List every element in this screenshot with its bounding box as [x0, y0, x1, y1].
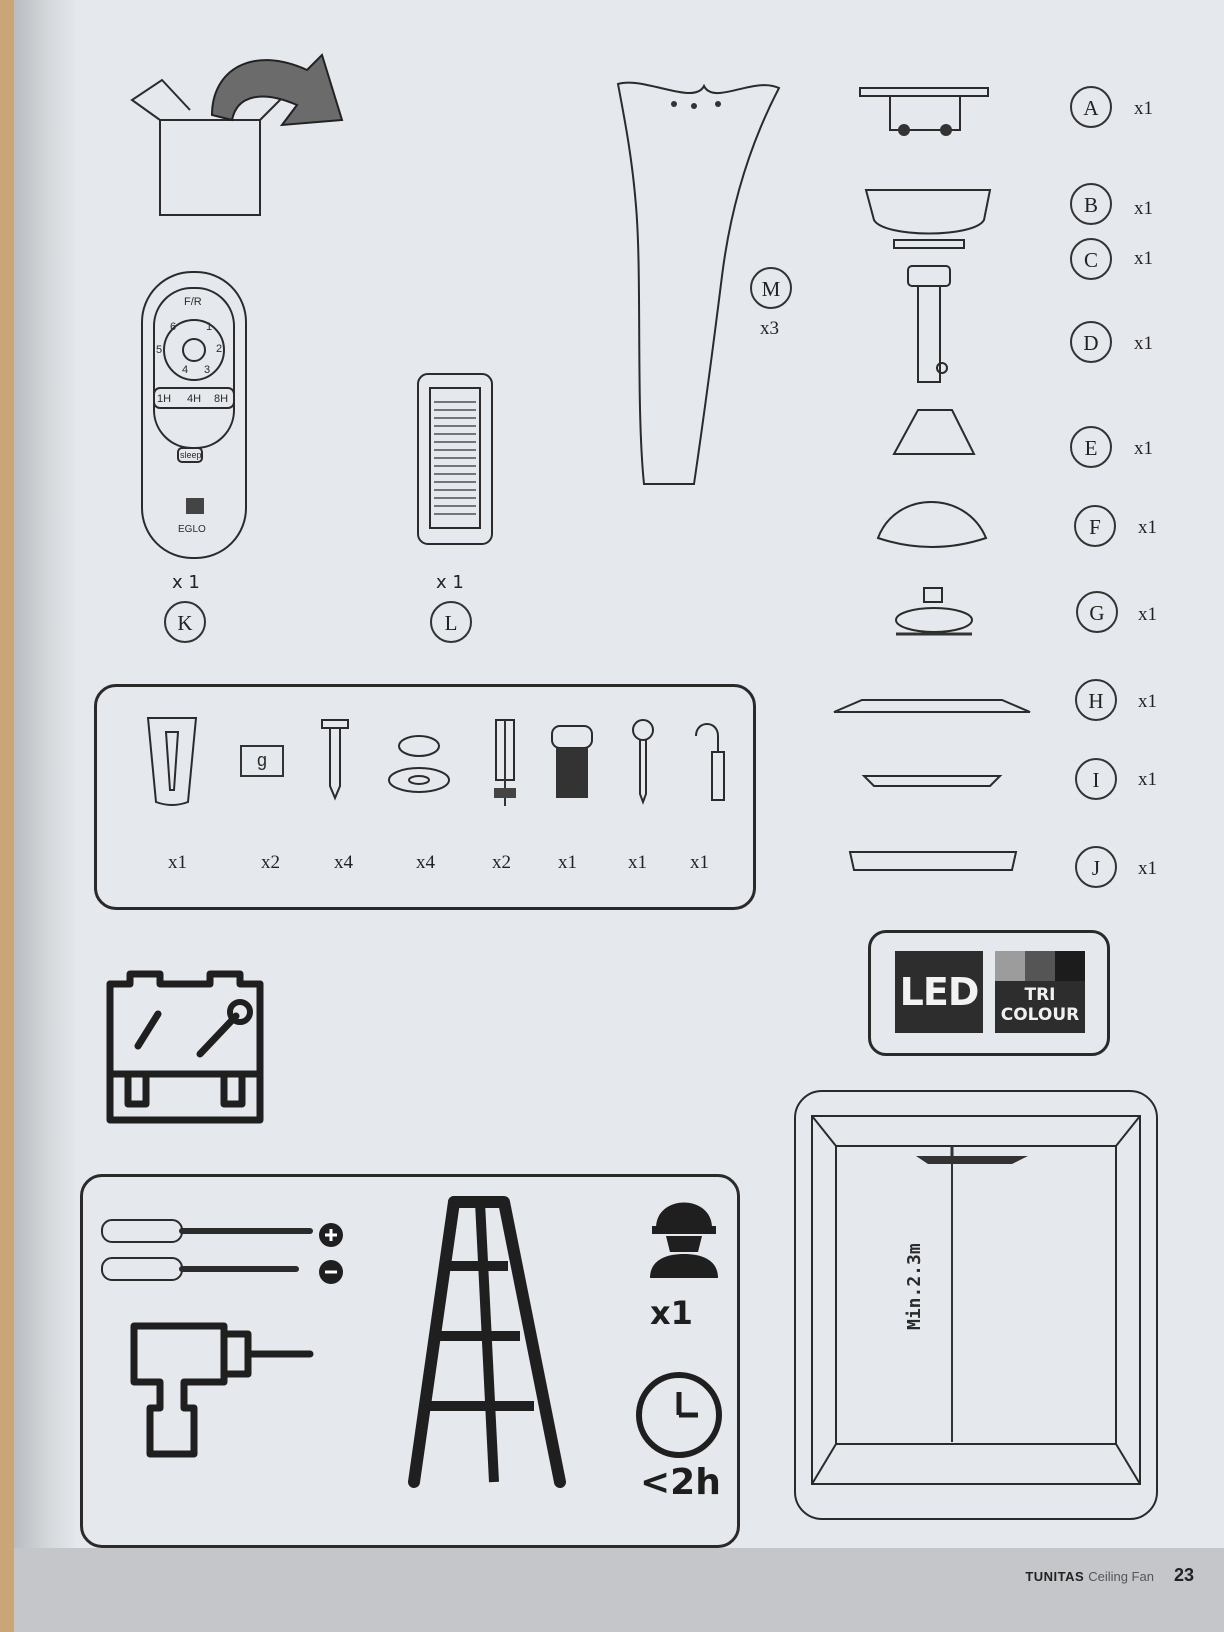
part-d-downrod: [907, 265, 951, 383]
page-spine: [14, 0, 76, 1632]
hardware-qty-5: x2: [492, 852, 511, 873]
part-letter-e: E: [1070, 426, 1112, 468]
remote-brand: EGLO: [178, 524, 206, 535]
colour-label: COLOUR: [1000, 1005, 1080, 1025]
ladder-icon: [408, 1196, 566, 1488]
hardware-qty-2: x2: [261, 852, 280, 873]
screwdriver-plus-icon: [101, 1219, 313, 1243]
part-letter-c: C: [1070, 238, 1112, 280]
nut-icon: [551, 725, 593, 798]
minus-icon: [319, 1260, 343, 1284]
anchor-bolt-icon: [494, 719, 516, 806]
part-d-qty: x1: [1134, 333, 1153, 354]
part-letter-m: M: [750, 267, 792, 309]
weight-icon: g: [240, 745, 284, 777]
installer-icon: [650, 1202, 718, 1278]
part-e-qty: x1: [1134, 438, 1153, 459]
remote-timer-4h: 4H: [187, 393, 202, 405]
unboxing-icon: [130, 53, 344, 216]
part-letter-i: I: [1075, 758, 1117, 800]
part-a-bracket: [859, 87, 989, 136]
part-letter-d: D: [1070, 321, 1112, 363]
eye-hook-icon: [632, 719, 654, 805]
part-letter-j: J: [1075, 846, 1117, 888]
part-i-led-board: [861, 775, 1003, 787]
footer-band: [14, 1548, 1224, 1632]
installer-count: x1: [650, 1294, 693, 1332]
screw-icon: [321, 719, 349, 801]
led-label: LED: [895, 951, 983, 1033]
part-j-qty: x1: [1138, 858, 1157, 879]
part-letter-g: G: [1076, 591, 1118, 633]
remote-fr-button: F/R: [184, 296, 202, 308]
receiver-qty: x 1: [436, 572, 464, 593]
part-letter-f: F: [1074, 505, 1116, 547]
remote-speed-1: 1: [206, 321, 213, 333]
clock-icon: [636, 1372, 722, 1458]
fan-blade-illustration: [616, 81, 781, 485]
part-c-qty: x1: [1134, 248, 1153, 269]
part-b-canopy: [864, 189, 992, 249]
toolbox-icon: [106, 970, 264, 1124]
washer-icon: [388, 735, 450, 793]
part-letter-l: L: [430, 601, 472, 643]
part-h-light-plate: [833, 699, 1031, 713]
hardware-qty-3: x4: [334, 852, 353, 873]
manual-page: F/R 6 1 5 2 4 3 1H 4H 8H sleep EGLO x 1 …: [14, 0, 1224, 1632]
part-letter-h: H: [1075, 679, 1117, 721]
part-letter-b: B: [1070, 183, 1112, 225]
remote-timer-1h: 1H: [157, 393, 172, 405]
remote-sleep-button: sleep: [180, 450, 202, 460]
hook-bolt-icon: [695, 723, 725, 801]
part-a-qty: x1: [1134, 98, 1153, 119]
part-b-qty: x1: [1134, 198, 1153, 219]
part-j-diffuser: [848, 851, 1018, 871]
remote-speed-2: 2: [216, 343, 223, 355]
part-f-motor-cover: [876, 501, 988, 548]
part-g-motor: [895, 587, 973, 636]
page-number: 23: [1173, 1565, 1194, 1585]
install-duration: <2h: [640, 1462, 721, 1503]
hardware-qty-8: x1: [690, 852, 709, 873]
remote-control-illustration: [141, 271, 247, 559]
power-drill-icon: [130, 1322, 314, 1458]
part-e-coupling-cover: [892, 409, 976, 455]
rubber-pad-icon: [146, 717, 198, 806]
remote-timer-8h: 8H: [214, 393, 229, 405]
blade-qty: x3: [760, 318, 779, 339]
footer-model: TUNITAS: [1025, 1569, 1085, 1584]
remote-qty: x 1: [172, 572, 200, 593]
hardware-qty-4: x4: [416, 852, 435, 873]
room-height-box: [794, 1090, 1158, 1520]
hardware-kit-box: [94, 684, 756, 910]
remote-speed-4: 4: [182, 364, 189, 376]
part-letter-a: A: [1070, 86, 1112, 128]
tri-label: TRI: [1024, 985, 1056, 1005]
plus-icon: [319, 1223, 343, 1247]
part-letter-k: K: [164, 601, 206, 643]
footer-product: Ceiling Fan: [1088, 1569, 1154, 1584]
receiver-illustration: [417, 373, 493, 545]
hardware-qty-1: x1: [168, 852, 187, 873]
room-diagram: [811, 1115, 1141, 1485]
remote-speed-5: 5: [156, 344, 163, 356]
hardware-qty-6: x1: [558, 852, 577, 873]
part-i-qty: x1: [1138, 769, 1157, 790]
part-f-qty: x1: [1138, 517, 1157, 538]
part-g-qty: x1: [1138, 604, 1157, 625]
remote-speed-6: 6: [170, 321, 177, 333]
tools-required-box: [80, 1174, 740, 1548]
screwdriver-minus-icon: [101, 1257, 299, 1281]
min-height-label: Min.2.3m: [904, 1243, 925, 1330]
part-h-qty: x1: [1138, 691, 1157, 712]
remote-speed-3: 3: [204, 364, 211, 376]
hardware-qty-7: x1: [628, 852, 647, 873]
